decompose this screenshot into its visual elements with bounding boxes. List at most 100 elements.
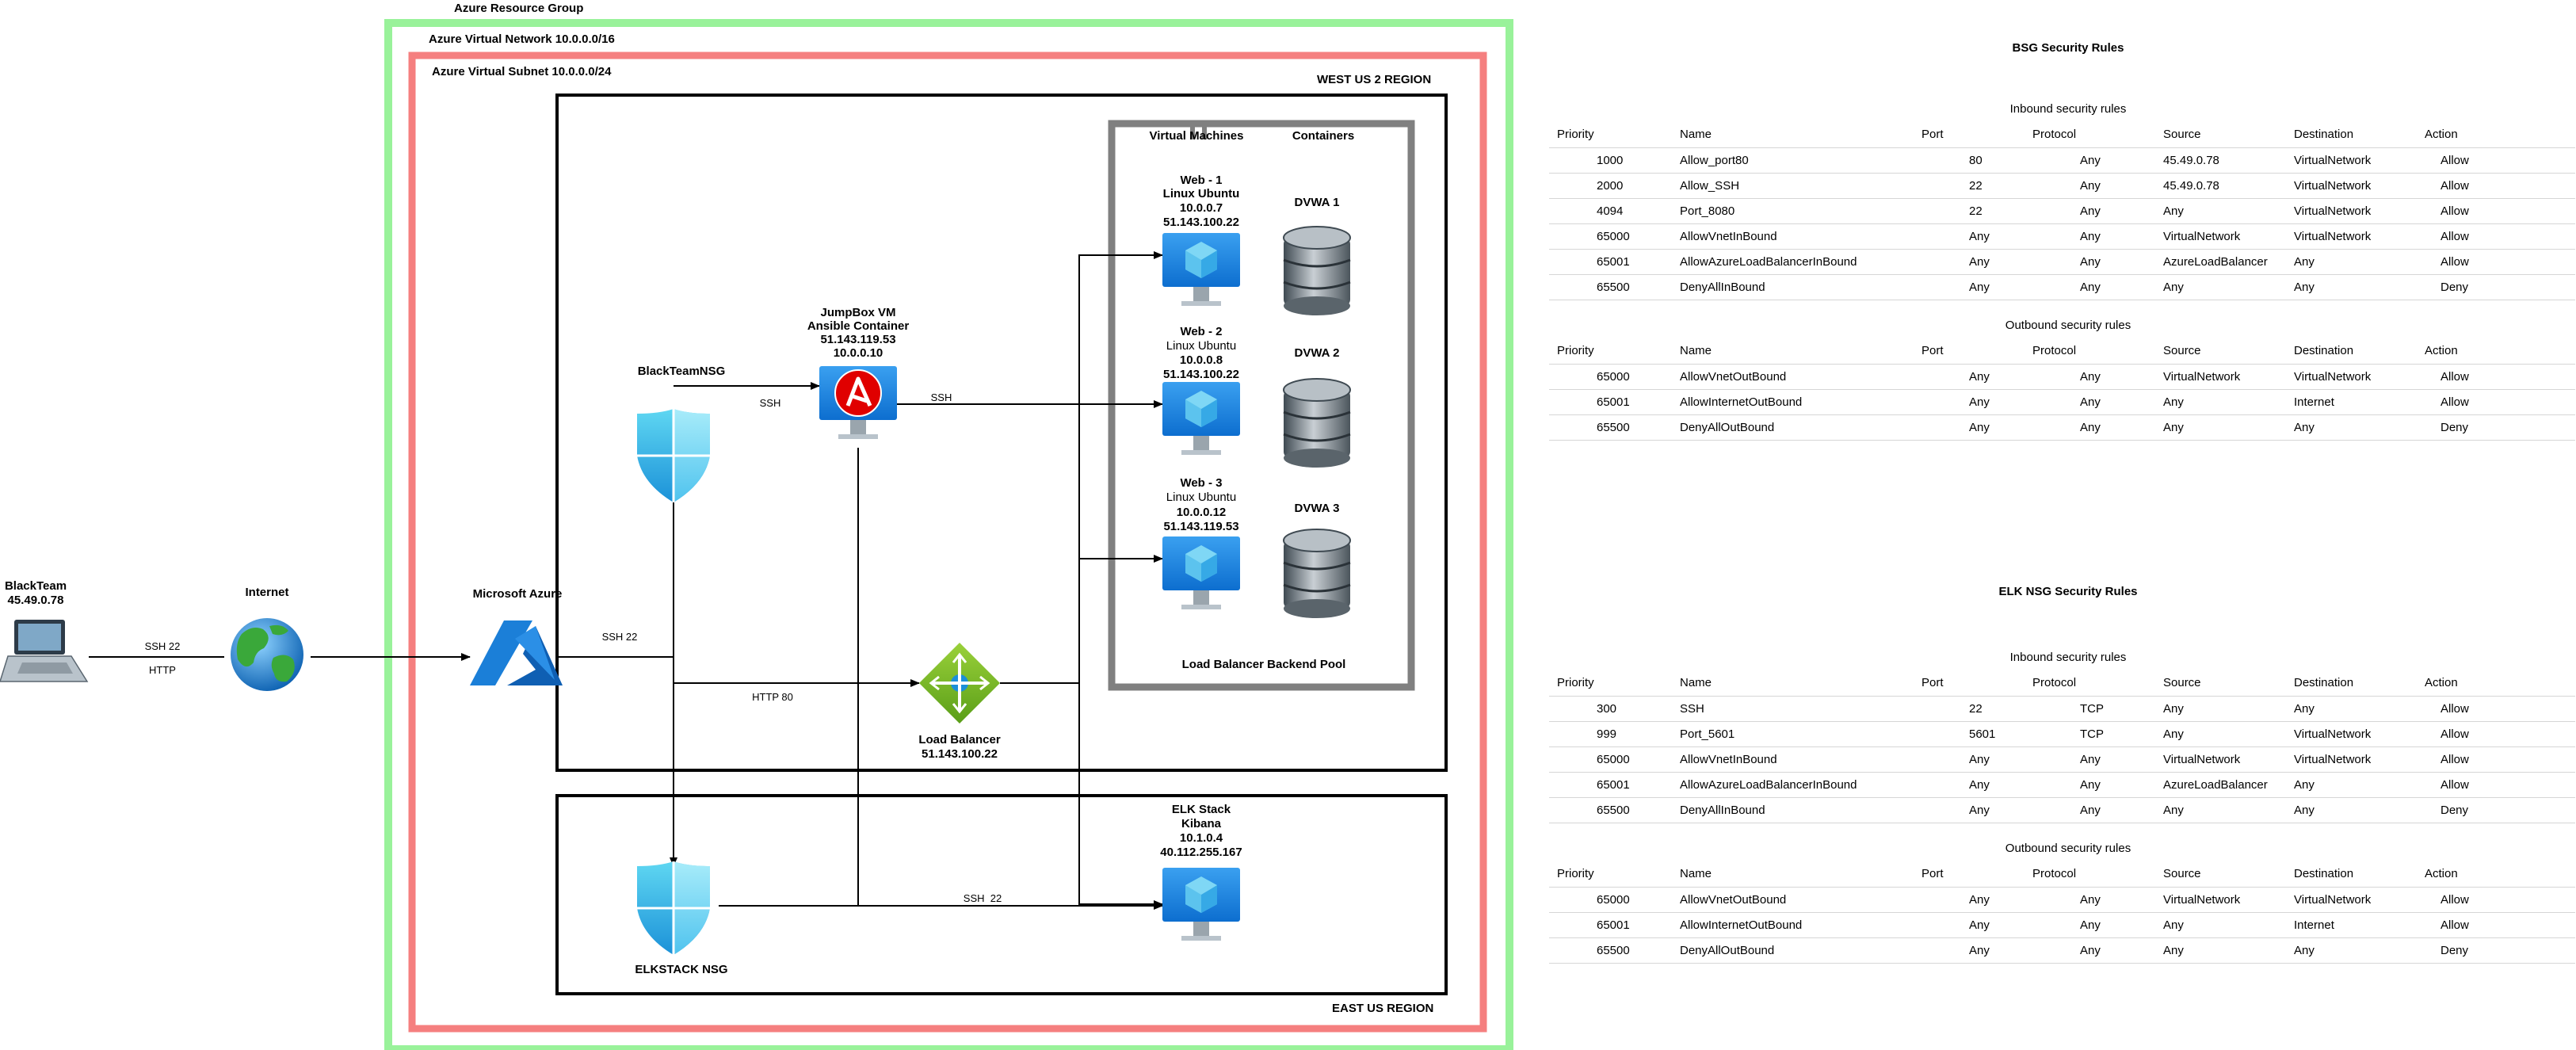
- rule-cell-action: Allow: [2417, 223, 2575, 250]
- rule-cell-name: Allow_port80: [1672, 147, 1914, 174]
- internet-label: Internet: [245, 586, 289, 599]
- rule-cell-destination: Any: [2286, 772, 2417, 798]
- elk-line4: 40.112.255.167: [1160, 846, 1242, 859]
- edge-label-http80: HTTP 80: [752, 691, 793, 703]
- column-header-name: Name: [1680, 127, 1712, 141]
- rule-cell-port: Any: [1914, 912, 2025, 938]
- edge-label-elk-ssh: SSH 22: [963, 892, 1002, 904]
- rule-cell-name: AllowInternetOutBound: [1672, 389, 1914, 415]
- rule-cell-source: Any: [2155, 721, 2286, 747]
- blackteam-ip: 45.49.0.78: [7, 594, 64, 607]
- rule-cell-source: AzureLoadBalancer: [2155, 249, 2286, 275]
- rule-cell-name: DenyAllOutBound: [1672, 414, 1914, 441]
- rule-cell-name: AllowVnetInBound: [1672, 746, 1914, 773]
- rule-cell-protocol: Any: [2025, 198, 2155, 224]
- column-header-destination: Destination: [2294, 675, 2354, 689]
- dvwa3-label: DVWA 3: [1294, 502, 1340, 515]
- rule-cell-priority: 65000: [1549, 887, 1672, 913]
- jumpbox-line2: Ansible Container: [807, 319, 910, 333]
- rule-cell-port: 22: [1914, 173, 2025, 199]
- east-region-box: [555, 794, 1448, 995]
- column-header-priority: Priority: [1557, 343, 1594, 357]
- dvwa1-label: DVWA 1: [1294, 196, 1340, 209]
- rule-cell-name: AllowVnetOutBound: [1672, 887, 1914, 913]
- rule-cell-priority: 65000: [1549, 746, 1672, 773]
- bsg-title: BSG Security Rules: [2012, 41, 2124, 55]
- container-column-header: Containers: [1292, 129, 1355, 143]
- elk-line1: ELK Stack: [1171, 803, 1231, 816]
- rule-cell-priority: 4094: [1549, 198, 1672, 224]
- rule-cell-destination: VirtualNetwork: [2286, 887, 2417, 913]
- column-header-priority: Priority: [1557, 127, 1594, 141]
- rule-cell-port: 22: [1914, 198, 2025, 224]
- rule-cell-action: Allow: [2417, 746, 2575, 773]
- rule-cell-priority: 999: [1549, 721, 1672, 747]
- column-header-name: Name: [1680, 866, 1712, 880]
- column-header-source: Source: [2163, 866, 2201, 880]
- east-region-label: EAST US REGION: [1332, 1002, 1434, 1015]
- rule-cell-priority: 65500: [1549, 274, 1672, 300]
- column-header-port: Port: [1922, 675, 1944, 689]
- resource-group-label: Azure Resource Group: [454, 2, 584, 15]
- rule-cell-port: Any: [1914, 887, 2025, 913]
- rule-cell-destination: Any: [2286, 937, 2417, 964]
- shield-icon-blackteam: [637, 409, 710, 502]
- rule-cell-destination: VirtualNetwork: [2286, 198, 2417, 224]
- database-icon-dvwa2: [1283, 378, 1351, 468]
- jumpbox-line1: JumpBox VM: [820, 306, 896, 319]
- load-balancer-icon: [919, 643, 1000, 724]
- rule-cell-protocol: Any: [2025, 746, 2155, 773]
- rule-cell-protocol: Any: [2025, 364, 2155, 390]
- column-header-source: Source: [2163, 675, 2201, 689]
- web1-line2: Linux Ubuntu: [1162, 187, 1240, 200]
- west-region-box: [555, 94, 1448, 772]
- rule-cell-action: Allow: [2417, 249, 2575, 275]
- virtual-network-label: Azure Virtual Network 10.0.0.0/16: [429, 32, 615, 46]
- rule-cell-port: 22: [1914, 696, 2025, 722]
- rule-cell-source: Any: [2155, 937, 2286, 964]
- rule-cell-action: Deny: [2417, 937, 2575, 964]
- rule-cell-protocol: TCP: [2025, 721, 2155, 747]
- laptop-icon: [0, 620, 89, 682]
- blackteam-nsg-label: BlackTeamNSG: [637, 365, 726, 378]
- azure-label: Microsoft Azure: [472, 587, 563, 601]
- column-header-protocol: Protocol: [2032, 343, 2077, 357]
- rule-cell-source: Any: [2155, 912, 2286, 938]
- column-header-port: Port: [1922, 127, 1944, 141]
- rule-cell-priority: 65000: [1549, 223, 1672, 250]
- rule-cell-name: AllowVnetOutBound: [1672, 364, 1914, 390]
- jumpbox-line3: 51.143.119.53: [820, 333, 896, 346]
- edge-jumpbox-elk: [857, 448, 1163, 910]
- elk-line2: Kibana: [1181, 817, 1221, 830]
- resource-group-box: [384, 19, 1513, 1050]
- rule-cell-protocol: Any: [2025, 249, 2155, 275]
- edge-label-ssh22: SSH 22: [144, 640, 181, 652]
- rule-cell-priority: 65500: [1549, 797, 1672, 823]
- edge-label-nsg-jump: SSH: [759, 397, 781, 409]
- jumpbox-ansible-icon: [819, 366, 897, 439]
- rule-cell-action: Allow: [2417, 198, 2575, 224]
- rule-cell-destination: VirtualNetwork: [2286, 721, 2417, 747]
- bsg-outbound-title: Outbound security rules: [2005, 319, 2131, 332]
- database-icon-dvwa1: [1283, 226, 1351, 315]
- rule-cell-source: VirtualNetwork: [2155, 223, 2286, 250]
- column-header-protocol: Protocol: [2032, 127, 2077, 141]
- elk-nsg-inbound-title: Inbound security rules: [2009, 651, 2127, 664]
- rule-cell-source: Any: [2155, 198, 2286, 224]
- vm-column-header: Virtual Machines: [1149, 129, 1244, 143]
- rule-cell-action: Deny: [2417, 414, 2575, 441]
